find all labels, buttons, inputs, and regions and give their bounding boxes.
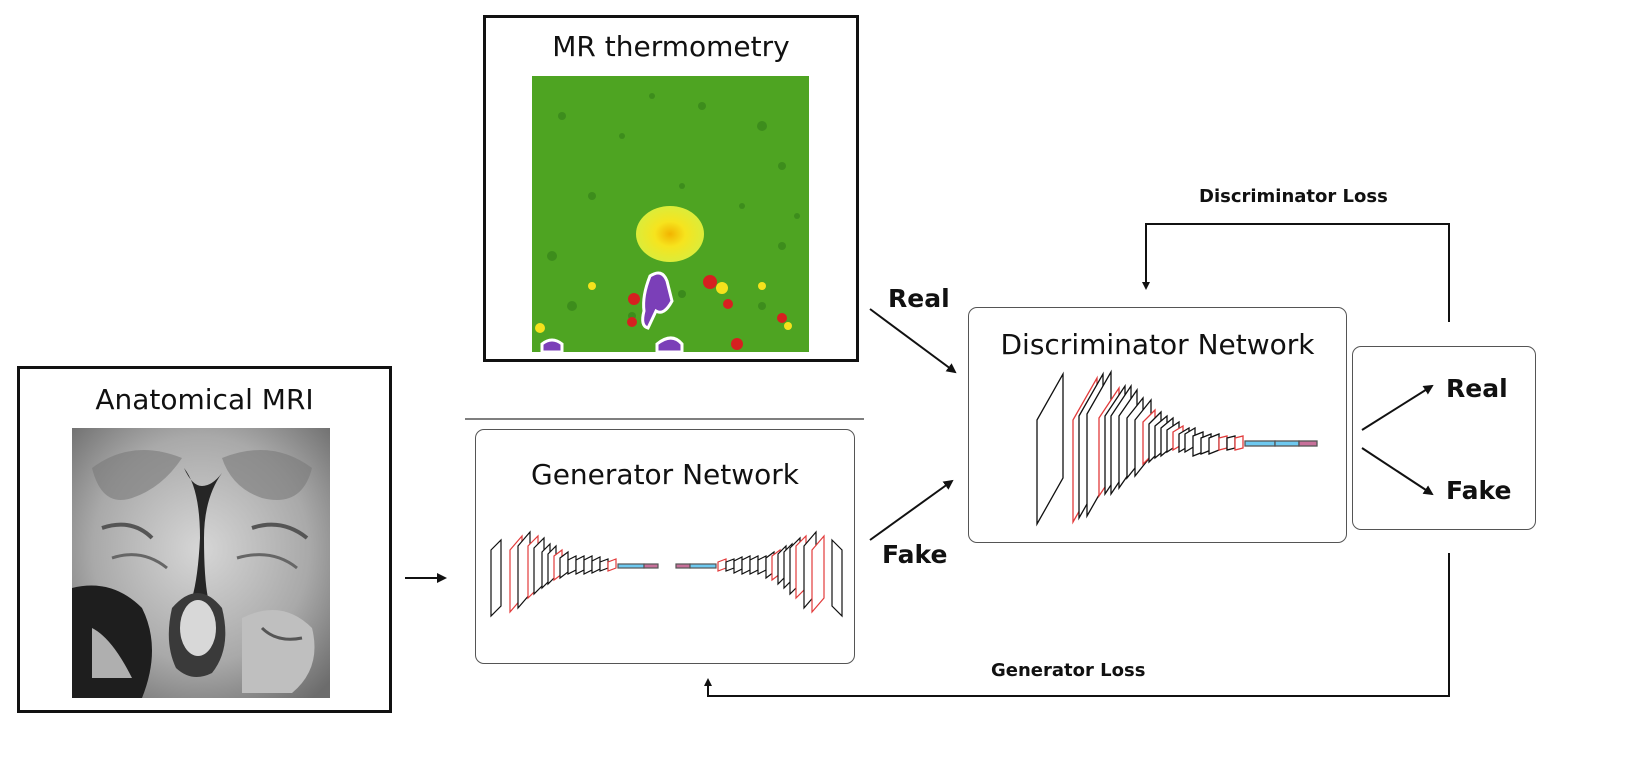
real-edge-label: Real bbox=[888, 284, 950, 313]
thermal-heatmap-image bbox=[532, 76, 809, 354]
fake-to-discriminator-arrow bbox=[869, 479, 954, 541]
real-to-discriminator-arrow bbox=[869, 308, 957, 374]
generator-loss-label: Generator Loss bbox=[991, 660, 1146, 681]
generator-network-title: Generator Network bbox=[531, 458, 799, 491]
discriminator-loss-label: Discriminator Loss bbox=[1199, 186, 1388, 207]
to-fake-output-arrow bbox=[1361, 447, 1434, 496]
discriminator-loss-loop bbox=[1142, 223, 1450, 322]
output-real-label: Real bbox=[1446, 374, 1508, 403]
generator-loss-loop bbox=[704, 553, 1450, 697]
mr-thermometry-panel: MR thermometry bbox=[483, 15, 859, 362]
anatomical-mri-title: Anatomical MRI bbox=[95, 383, 314, 416]
output-fake-label: Fake bbox=[1446, 476, 1512, 505]
discriminator-architecture-icon bbox=[1036, 369, 1318, 527]
discriminator-network-box: Discriminator Network bbox=[968, 307, 1347, 543]
generator-architecture-icon bbox=[490, 530, 843, 618]
brain-mri-image bbox=[72, 428, 330, 698]
fake-edge-label: Fake bbox=[882, 540, 948, 569]
to-real-output-arrow bbox=[1361, 384, 1434, 431]
anatomical-mri-panel: Anatomical MRI bbox=[17, 366, 392, 713]
output-box bbox=[1352, 346, 1536, 530]
discriminator-network-title: Discriminator Network bbox=[1000, 328, 1315, 361]
generator-network-box: Generator Network bbox=[475, 429, 855, 664]
mr-thermometry-title: MR thermometry bbox=[552, 30, 790, 63]
